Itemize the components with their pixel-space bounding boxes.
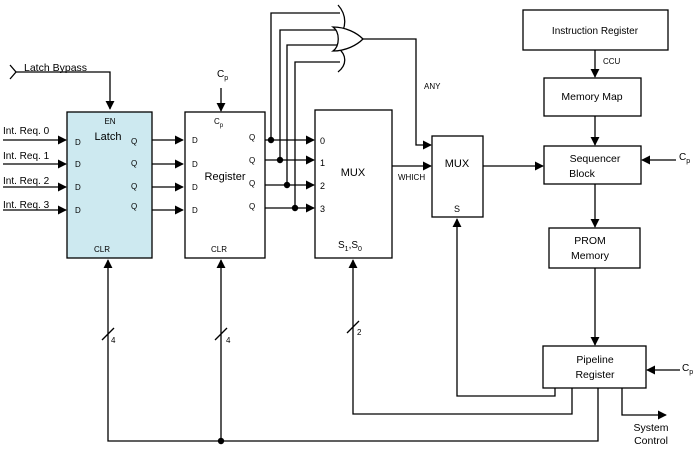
- prom-memory-block: [548, 227, 641, 269]
- sequencer-title-2: Block: [569, 168, 595, 180]
- clear-junction-dot: [217, 437, 225, 445]
- system-control-wire: [621, 388, 667, 420]
- junction-dot-0: [267, 136, 275, 144]
- or-tap-1: [279, 29, 340, 160]
- register-title: Register: [205, 171, 246, 183]
- latch-bypass-wire: [16, 71, 115, 110]
- system-control-label-1: System: [633, 422, 668, 434]
- register-clr: CLR: [211, 245, 227, 254]
- sequencer-title-1: Sequencer: [570, 153, 621, 165]
- which-label: WHICH: [398, 173, 425, 182]
- or-gate-icon: [330, 26, 364, 52]
- register-block: [184, 111, 266, 259]
- junction-dot-3: [291, 204, 299, 212]
- pipeline-title-1: Pipeline: [576, 354, 614, 366]
- latch-d0: D: [75, 138, 81, 147]
- or-tap-2: [286, 44, 340, 185]
- prom-title-2: Memory: [571, 250, 610, 262]
- mux-2to1-select: S: [454, 204, 460, 214]
- instruction-register-title: Instruction Register: [552, 26, 639, 37]
- bus2-slash: [346, 320, 360, 334]
- memory-map-title: Memory Map: [561, 91, 622, 103]
- junction-dot-1: [276, 156, 284, 164]
- latch-bypass-label: Latch Bypass: [24, 62, 87, 74]
- bus4-label-latch: 4: [111, 336, 116, 345]
- bus2-label: 2: [357, 328, 362, 337]
- instruction-register-block: [522, 9, 669, 51]
- register-q1: Q: [249, 156, 255, 165]
- ccu-label: CCU: [603, 57, 621, 66]
- mux-2to1-title: MUX: [445, 158, 470, 170]
- latch-q1: Q: [131, 159, 137, 168]
- int-req-0-label: Int. Req. 0: [3, 126, 50, 137]
- latch-bypass-connector-icon: [9, 64, 17, 80]
- register-q2: Q: [249, 179, 255, 188]
- register-d2: D: [192, 183, 198, 192]
- bus4-slash-latch: [101, 327, 115, 341]
- system-control-label-2: Control: [634, 435, 668, 447]
- or-gate-input-curve-2-icon: [337, 47, 346, 73]
- pipeline-to-mux4-select-wire: [348, 259, 573, 415]
- pipeline-register-block: [542, 345, 647, 389]
- latch-q2: Q: [131, 182, 137, 191]
- prom-title-1: PROM: [574, 235, 606, 247]
- bus4-slash-register: [214, 327, 228, 341]
- latch-d1: D: [75, 160, 81, 169]
- or-tap-0: [270, 12, 340, 140]
- latch-d2: D: [75, 183, 81, 192]
- latch-q3: Q: [131, 202, 137, 211]
- mux-in-1: 1: [320, 158, 325, 168]
- mux-in-0: 0: [320, 136, 325, 146]
- mux-in-2: 2: [320, 181, 325, 191]
- latch-block: [66, 111, 153, 259]
- mux-2to1-block: [431, 135, 484, 218]
- sequencer-block: [543, 145, 642, 185]
- register-q3: Q: [249, 202, 255, 211]
- mux-in-3: 3: [320, 204, 325, 214]
- register-d1: D: [192, 160, 198, 169]
- int-req-3-label: Int. Req. 3: [3, 200, 50, 211]
- latch-title: Latch: [95, 131, 122, 143]
- latch-clr: CLR: [94, 245, 110, 254]
- bus4-label-register: 4: [226, 336, 231, 345]
- register-cp-label: Cp: [217, 69, 228, 82]
- mux-4to1-title: MUX: [341, 167, 366, 179]
- int-req-2-label: Int. Req. 2: [3, 176, 50, 187]
- pipeline-clear-wire: [103, 259, 599, 442]
- register-cp-inner: Cp: [214, 117, 224, 129]
- memory-map-block: [543, 77, 642, 117]
- register-q0: Q: [249, 133, 255, 142]
- pipeline-to-mux2-select-wire: [452, 218, 556, 397]
- latch-d3: D: [75, 206, 81, 215]
- latch-en-label: EN: [104, 117, 115, 126]
- int-req-1-label: Int. Req. 1: [3, 151, 50, 162]
- latch-q0: Q: [131, 137, 137, 146]
- sequencer-cp-label: Cp: [679, 152, 690, 165]
- mux-4to1-block: [314, 109, 393, 259]
- junction-dot-2: [283, 181, 291, 189]
- any-wire: [363, 38, 432, 150]
- pipeline-cp-label: Cp: [682, 363, 693, 376]
- mux-select-label: S1,S0: [338, 240, 362, 253]
- register-d3: D: [192, 206, 198, 215]
- pipeline-title-2: Register: [575, 369, 615, 381]
- register-d0: D: [192, 136, 198, 145]
- or-tap-3: [294, 61, 340, 208]
- any-label: ANY: [424, 82, 441, 91]
